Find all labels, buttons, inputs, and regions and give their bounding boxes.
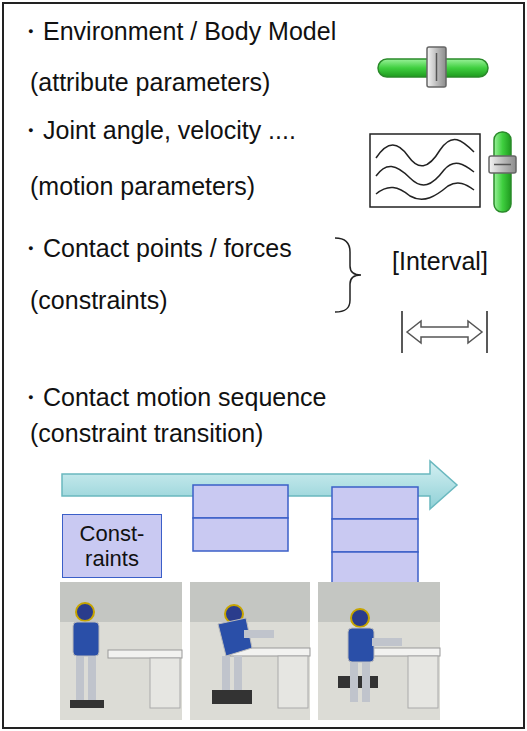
- robot-photo: [60, 582, 182, 720]
- robot-arm: [372, 638, 402, 646]
- item-label: ・Contact motion sequence: [18, 383, 327, 412]
- item-label: (constraints): [30, 286, 168, 315]
- item-label: (constraint transition): [30, 419, 263, 448]
- photo-background: [318, 582, 440, 720]
- item-label: ・Joint angle, velocity ....: [18, 116, 296, 145]
- waveform-curve: [376, 139, 474, 165]
- photo-wall: [318, 582, 440, 622]
- table-leg: [150, 658, 180, 708]
- knob-groove: [436, 53, 438, 81]
- robot-leg: [88, 656, 96, 700]
- item-label: ・Contact points / forces: [18, 234, 292, 263]
- interval-arrow: [407, 321, 482, 343]
- frame-border: [3, 3, 524, 728]
- stool: [212, 690, 252, 704]
- slider-knob: [427, 47, 446, 87]
- constraint-box: [332, 487, 418, 519]
- table-top: [108, 650, 182, 658]
- constraint-box: [332, 552, 418, 584]
- constraint-box: [193, 485, 288, 518]
- robot-foot: [70, 700, 104, 708]
- photo-background: [190, 582, 310, 720]
- slider-knob: [489, 156, 516, 173]
- photo-background: [60, 582, 182, 720]
- robot-leg: [362, 662, 370, 702]
- robot-torso: [348, 628, 374, 662]
- interval-bar: [401, 311, 403, 353]
- robot-photo: [190, 582, 310, 720]
- box-label: Const- raints: [63, 521, 161, 571]
- robot-photo: [318, 582, 440, 720]
- knob-groove: [494, 164, 511, 166]
- robot-arm: [244, 630, 274, 638]
- table-leg: [408, 656, 438, 708]
- constraint-box: [193, 518, 288, 551]
- interval-label: [Interval]: [392, 247, 488, 276]
- item-label: (motion parameters): [30, 172, 255, 201]
- constraint-box: Const- raints: [62, 514, 162, 578]
- item-label: (attribute parameters): [30, 68, 270, 97]
- constraint-box: [332, 519, 418, 552]
- curly-brace: [335, 238, 361, 312]
- photo-wall: [60, 582, 182, 622]
- photo-wall: [190, 582, 310, 622]
- robot-head: [351, 609, 369, 627]
- waveform-curve: [376, 163, 474, 185]
- item-label: ・Environment / Body Model: [18, 17, 336, 46]
- robot-head: [76, 603, 94, 621]
- robot-torso: [73, 622, 99, 656]
- waveform-box: [370, 134, 480, 207]
- interval-bar: [486, 311, 488, 353]
- robot-leg: [350, 662, 358, 702]
- table-leg: [278, 656, 308, 708]
- robot-leg: [76, 656, 84, 700]
- waveform-curve: [376, 183, 474, 199]
